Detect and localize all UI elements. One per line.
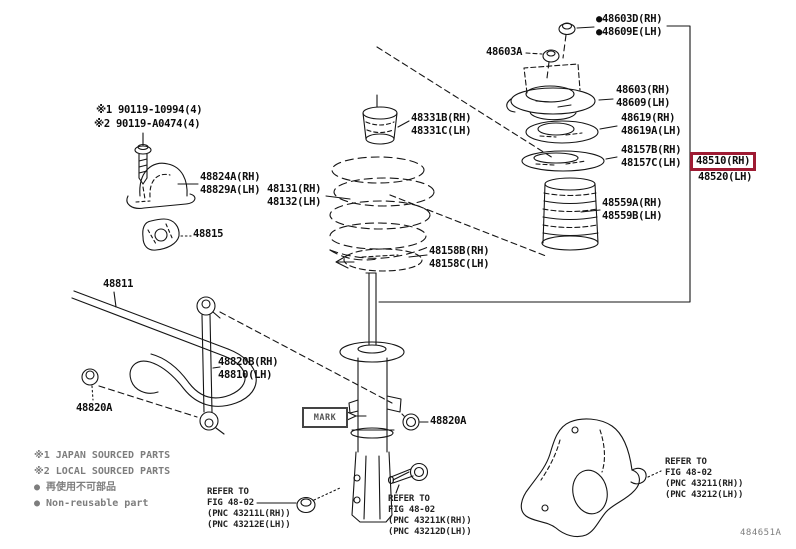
knuckle-drawing: [520, 418, 662, 538]
legend-line: ● 再使用不可部品: [34, 482, 117, 493]
assembly-axis-lines: [376, 34, 567, 257]
label-48824a[interactable]: 48824A(RH) 48829A(LH): [200, 171, 261, 197]
part-number: 48132(LH): [267, 196, 322, 208]
ref-line: FIG 48-02: [207, 498, 254, 508]
part-number: 48603(RH): [616, 84, 671, 96]
leader-48131: [325, 195, 351, 200]
shock-absorber-drawing: [339, 272, 405, 523]
part-number: 48157C(LH): [621, 157, 682, 169]
stabilizer-bushing-drawing: [142, 218, 192, 251]
knuckle-bolt-icon: [387, 462, 429, 494]
part-number: 48520(LH): [698, 171, 753, 183]
part-number: 48820B(RH): [218, 356, 279, 368]
stabilizer-link-drawing: [98, 296, 393, 435]
ref-line: FIG 48-02: [665, 468, 712, 478]
label-48157b[interactable]: 48157B(RH) 48157C(LH): [621, 144, 682, 170]
spring-lower-seat-drawing: [335, 248, 428, 272]
legend-line: ※1 JAPAN SOURCED PARTS: [34, 450, 171, 461]
part-number: 48157B(RH): [621, 144, 682, 156]
label-bolt-spec-1: ※1 90119-10994(4): [96, 104, 203, 117]
label-48603d[interactable]: ●48603D(RH) ●48609E(LH): [596, 13, 663, 39]
label-48815[interactable]: 48815: [193, 228, 223, 241]
note-text: ※1 90119-10994(4): [96, 104, 203, 116]
part-number: 48331C(LH): [411, 125, 472, 137]
part-number: 48619A(LH): [621, 125, 682, 137]
part-number: 48158C(LH): [429, 258, 490, 270]
flange-nut-icon: [256, 487, 341, 514]
label-48158b[interactable]: 48158B(RH) 48158C(LH): [429, 245, 490, 271]
part-number: 48619(RH): [621, 112, 676, 124]
ref-line: (PNC 43211L(RH)): [207, 509, 291, 519]
part-number: 48131(RH): [267, 183, 322, 195]
part-number: 48815: [193, 228, 224, 240]
part-number: 48810(LH): [218, 369, 273, 381]
part-number: 48824A(RH): [200, 171, 261, 183]
label-48131[interactable]: 48131(RH) 48132(LH): [267, 183, 322, 209]
part-number: 48158B(RH): [429, 245, 490, 257]
highlight-box[interactable]: 48510(RH): [690, 152, 757, 171]
part-number: 48559B(LH): [602, 210, 663, 222]
label-48559a[interactable]: 48559A(RH) 48559B(LH): [602, 197, 663, 223]
ref-note-right: REFER TO FIG 48-02 (PNC 43211(RH)) (PNC …: [665, 457, 743, 501]
mark-text: MARK: [313, 412, 337, 423]
mark-callout-arrow: [344, 410, 367, 422]
part-number: 48609(LH): [616, 97, 671, 109]
coil-spring-drawing: [329, 156, 435, 261]
label-48811[interactable]: 48811: [103, 278, 133, 291]
label-48820a-right[interactable]: 48820A: [430, 415, 466, 428]
part-number: 48820A: [76, 402, 113, 414]
part-number: 48331B(RH): [411, 112, 472, 124]
label-48619[interactable]: 48619(RH) 48619A(LH): [621, 112, 682, 138]
ref-line: (PNC 43212D(LH)): [388, 527, 472, 537]
part-number: 48559A(RH): [602, 197, 663, 209]
ref-line: (PNC 43212E(LH)): [207, 520, 291, 530]
ref-line: REFER TO: [207, 487, 249, 497]
ref-line: (PNC 43212(LH)): [665, 490, 744, 500]
label-48820a-left[interactable]: 48820A: [76, 402, 112, 415]
part-number: ●48603D(RH): [596, 13, 663, 25]
mark-callout: MARK: [302, 407, 348, 428]
mount-nut-icon: [558, 22, 595, 36]
ref-note-mid: REFER TO FIG 48-02 (PNC 43211K(RH)) (PNC…: [388, 494, 472, 538]
ref-line: (PNC 43211K(RH)): [388, 516, 472, 526]
strut-nut-icon: [401, 413, 429, 431]
spring-upper-seat-drawing: [521, 150, 618, 172]
figure-code: 484651A: [740, 528, 782, 538]
legend-line: ● Non-reusable part: [34, 498, 149, 509]
stabilizer-bracket-drawing: [126, 162, 199, 209]
legend-notes: ※1 JAPAN SOURCED PARTS ※2 LOCAL SOURCED …: [34, 448, 170, 512]
dust-cover-drawing: [541, 177, 601, 251]
ref-note-left: REFER TO FIG 48-02 (PNC 43211L(RH)) (PNC…: [207, 487, 291, 531]
label-48820b[interactable]: 48820B(RH) 48810(LH): [218, 356, 279, 382]
label-48331b[interactable]: 48331B(RH) 48331C(LH): [411, 112, 472, 138]
ref-line: (PNC 43211(RH)): [665, 479, 744, 489]
label-48603a[interactable]: 48603A: [486, 46, 522, 59]
label-bolt-spec-2: ※2 90119-A0474(4): [94, 118, 201, 131]
bump-stopper-drawing: [362, 94, 410, 145]
strut-support-drawing: [506, 63, 614, 121]
ref-line: REFER TO: [388, 494, 430, 504]
stabilizer-nut-icon: [81, 368, 99, 401]
ref-line: FIG 48-02: [388, 505, 435, 515]
part-number: 48603A: [486, 46, 523, 58]
label-48603[interactable]: 48603(RH) 48609(LH): [616, 84, 671, 110]
part-number: 48820A: [430, 415, 467, 427]
note-text: ※2 90119-A0474(4): [94, 118, 201, 130]
part-number: 48829A(LH): [200, 184, 261, 196]
label-48510-selected[interactable]: 48510(RH) 48520(LH): [690, 152, 757, 184]
bracket-bolt-icon: [134, 132, 152, 200]
part-number: 48811: [103, 278, 134, 290]
legend-line: ※2 LOCAL SOURCED PARTS: [34, 466, 171, 477]
ref-line: REFER TO: [665, 457, 707, 467]
bearing-drawing: [525, 120, 618, 144]
part-number: ●48609E(LH): [596, 26, 663, 38]
part-number: 48510(RH): [696, 155, 751, 167]
stabilizer-bar-drawing: [71, 290, 257, 407]
support-nut-icon: [525, 49, 560, 63]
